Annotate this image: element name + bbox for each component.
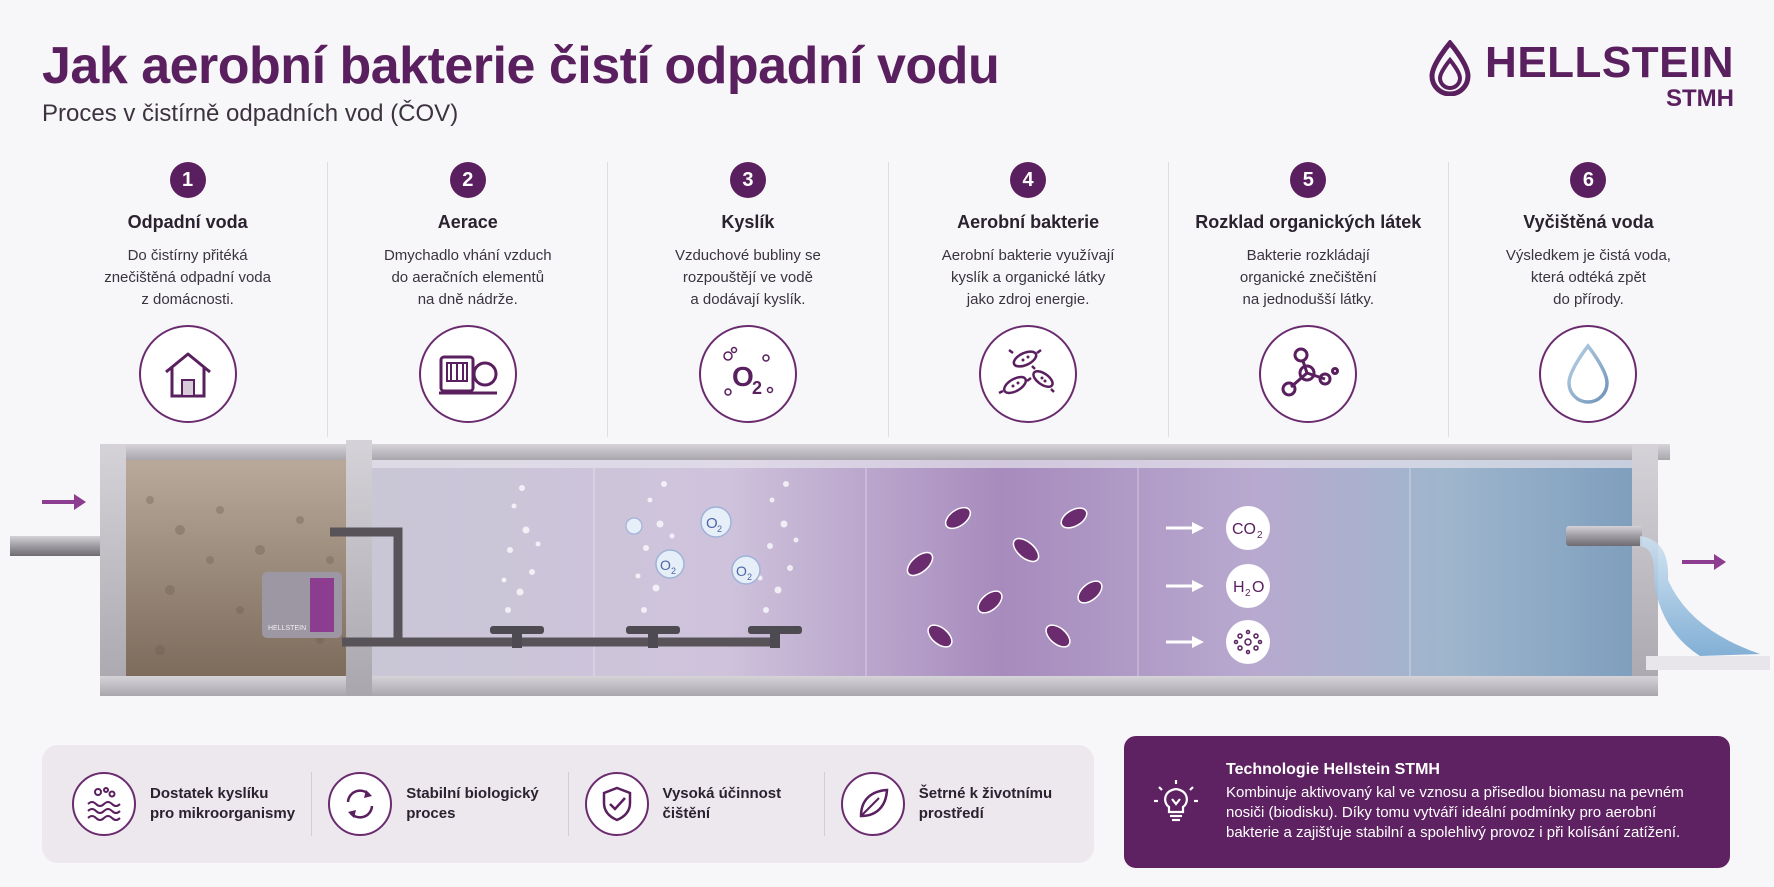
step-description: Dmychadlo vhání vzduch do aeračních elem… (383, 247, 552, 308)
step-number: 6 (1570, 162, 1607, 198)
feature-label: Vysoká účinnost čištění (662, 785, 782, 822)
o2-icon-text: O (732, 361, 754, 392)
step-title: Odpadní voda (127, 212, 248, 232)
step-number: 5 (1290, 162, 1327, 198)
technology-title: Technologie Hellstein STMH (1226, 761, 1440, 778)
brand-sub: STMH (1666, 85, 1734, 113)
product-particles-icon (1226, 620, 1270, 664)
water-drop-icon (1539, 325, 1638, 423)
cycle-icon (328, 772, 393, 836)
oxygen-bubbles: O 2 O 2 O 2 (625, 506, 761, 585)
bacteria-icon (979, 325, 1078, 423)
product-h2o: H (1233, 579, 1245, 596)
logo-drop-icon (1429, 40, 1471, 96)
step-2: 2 Aerace Dmychadlo vhání vzduch do aerač… (327, 162, 607, 437)
outlet-pipe (1566, 526, 1642, 546)
step-number: 2 (449, 162, 486, 198)
feature-item: Vysoká účinnost čištění (567, 772, 824, 836)
bacteria-cluster (906, 506, 1103, 648)
air-bubbles (501, 481, 799, 613)
step-number: 3 (729, 162, 766, 198)
step-description: Výsledkem je čistá voda, která odtéká zp… (1505, 247, 1671, 308)
leaf-icon (840, 772, 905, 836)
o2-bubble-label: O (660, 557, 671, 573)
house-icon (138, 325, 237, 423)
product-arrows (1166, 522, 1204, 648)
page-title: Jak aerobní bakterie čistí odpadní vodu (42, 37, 1000, 95)
step-description: Vzduchové bubliny se rozpouštějí ve vodě… (674, 247, 821, 308)
product-h2o-sub: 2 (1245, 588, 1251, 599)
treatment-tank-illustration: HELLSTEIN O 2 O 2 (0, 440, 1774, 710)
technology-panel: Technologie Hellstein STMH Kombinuje akt… (1124, 736, 1730, 868)
sludge-chamber (126, 460, 346, 676)
product-co2: CO (1232, 521, 1256, 538)
product-co2-sub: 2 (1257, 530, 1263, 541)
step-6: 6 Vyčištěná voda Výsledkem je čistá voda… (1447, 162, 1728, 437)
step-description: Do čistírny přitéká znečištěná odpadní v… (104, 247, 271, 308)
brand-name: HELLSTEIN (1485, 38, 1734, 87)
oxygen-waves-icon (72, 772, 136, 836)
products: CO 2 H 2 O (1226, 506, 1270, 664)
step-number: 1 (169, 162, 206, 198)
o2-bubble-label: O (706, 515, 718, 532)
o2-bubble-sub: 2 (747, 572, 752, 582)
brand-logo: HELLSTEIN STMH (1427, 38, 1734, 113)
feature-label: Šetrné k životnímu prostředí (918, 785, 1053, 822)
blower-brand: HELLSTEIN (268, 625, 306, 632)
outflow-water (1640, 536, 1760, 656)
step-title: Kyslík (721, 212, 775, 232)
o2-bubble-label: O (736, 563, 747, 579)
feature-item: Dostatek kyslíku pro mikroorganismy (56, 772, 311, 836)
step-5: 5 Rozklad organických látek Bakterie roz… (1167, 162, 1448, 437)
step-description: Aerobní bakterie využívají kyslík a orga… (941, 247, 1115, 308)
feature-label: Dostatek kyslíku pro mikroorganismy (150, 785, 296, 822)
step-4: 4 Aerobní bakterie Aerobní bakterie využ… (887, 162, 1168, 437)
diffusers (490, 626, 802, 648)
step-description: Bakterie rozkládají organické znečištění… (1239, 247, 1377, 308)
lightbulb-icon (1148, 774, 1204, 830)
step-title: Rozklad organických látek (1195, 212, 1422, 232)
step-title: Vyčištěná voda (1523, 212, 1654, 232)
shield-check-icon (584, 772, 649, 836)
step-title: Aerobní bakterie (957, 212, 1100, 232)
features-panel: Dostatek kyslíku pro mikroorganismy Stab… (42, 745, 1094, 863)
o2-bubble-sub: 2 (671, 566, 676, 576)
o2-bubble-sub: 2 (717, 524, 722, 534)
product-h2o-tail: O (1252, 579, 1264, 596)
feature-item: Stabilní biologický proces (311, 772, 567, 836)
page-subtitle: Proces v čistírně odpadních vod (ČOV) (42, 100, 459, 127)
oxygen-icon: O 2 (698, 325, 797, 423)
feature-label: Stabilní biologický proces (406, 785, 539, 822)
o2-icon-sub: 2 (752, 378, 762, 398)
technology-body: Kombinuje aktivovaný kal ve vznosu a při… (1226, 784, 1684, 841)
step-number: 4 (1010, 162, 1047, 198)
step-title: Aerace (437, 212, 498, 232)
feature-item: Šetrné k životnímu prostředí (823, 772, 1080, 836)
step-1: 1 Odpadní voda Do čistírny přitéká zneči… (48, 162, 327, 437)
molecule-icon (1259, 325, 1358, 423)
process-steps: 1 Odpadní voda Do čistírny přitéká zneči… (48, 162, 1728, 437)
blower-icon (418, 325, 517, 423)
step-3: 3 Kyslík Vzduchové bubliny se rozpouštěj… (607, 162, 887, 437)
